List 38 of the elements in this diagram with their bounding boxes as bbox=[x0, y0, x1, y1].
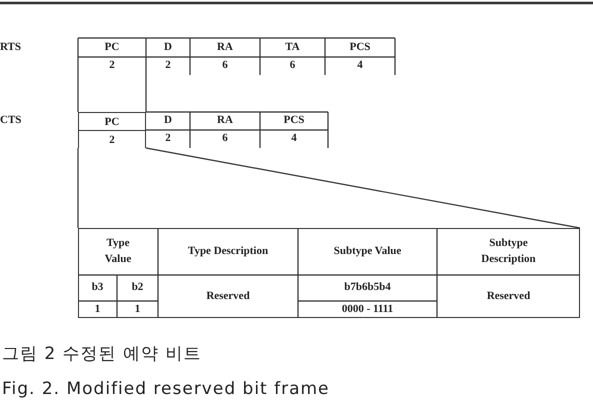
field-size: 2 bbox=[109, 58, 115, 74]
field-name: PCS bbox=[284, 113, 304, 128]
field-size: 4 bbox=[357, 58, 363, 74]
frame-type-label: RTS bbox=[0, 40, 22, 55]
field-name: PC bbox=[79, 113, 145, 131]
field-size: 4 bbox=[291, 131, 297, 146]
table-text: 1 bbox=[94, 302, 100, 317]
field-name: D bbox=[164, 40, 172, 55]
field-name: D bbox=[164, 113, 172, 128]
field-size: 6 bbox=[290, 58, 296, 74]
table-text: Reserved bbox=[486, 288, 530, 304]
table-text: Reserved bbox=[206, 288, 250, 304]
field-size: 6 bbox=[222, 131, 228, 146]
field-size: 6 bbox=[222, 58, 228, 74]
caption-text: Fig. 2. Modified reserved bit frame bbox=[2, 378, 330, 401]
table-text: 1 bbox=[134, 302, 140, 317]
table-frame bbox=[78, 228, 580, 318]
column-header: Type Description bbox=[188, 244, 268, 259]
column-header: Subtype Value bbox=[334, 244, 402, 259]
field-size: 2 bbox=[165, 58, 171, 74]
field-name: PCS bbox=[350, 40, 370, 55]
column-header: Subtype Description bbox=[480, 236, 537, 266]
field-size: 2 bbox=[165, 131, 171, 146]
caption-text: 그림 2 수정된 예약 비트 bbox=[2, 343, 202, 366]
table-text: b7b6b5b4 bbox=[344, 280, 391, 296]
field-name: RA bbox=[217, 113, 233, 128]
field-size: 2 bbox=[108, 132, 116, 148]
frame-type-label: CTS bbox=[0, 113, 22, 128]
field-name: TA bbox=[285, 40, 300, 55]
expansion-line bbox=[146, 147, 580, 229]
field-cell bbox=[78, 112, 146, 148]
field-name: PC bbox=[104, 40, 120, 55]
expansion-line bbox=[77, 148, 79, 228]
field-name: RA bbox=[217, 40, 233, 55]
table-text: b3 bbox=[92, 280, 104, 296]
column-header: Type Value bbox=[104, 236, 132, 266]
table-text: b2 bbox=[132, 280, 144, 296]
table-text: 0000 - 1111 bbox=[342, 302, 394, 317]
